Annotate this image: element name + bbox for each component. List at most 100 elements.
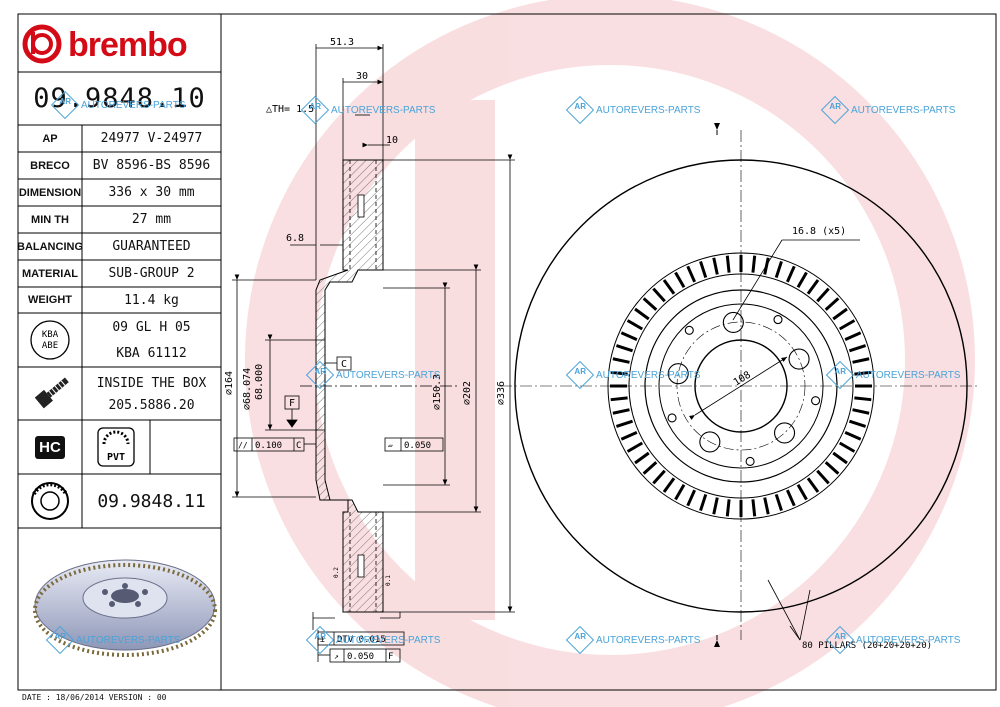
dim-d202: ⌀202: [462, 381, 473, 405]
locating-hole: [684, 325, 694, 335]
disc-variant-icon: [31, 482, 69, 520]
pillar-slot: [751, 499, 757, 517]
pillar-slot: [816, 287, 830, 303]
pillar-slot: [620, 331, 638, 342]
locating-hole: [811, 396, 821, 406]
ar-logo-icon: AR: [565, 360, 595, 390]
kba-line1: 09 GL H 05: [112, 319, 191, 335]
dim-holes: 16.8 (x5): [792, 226, 846, 237]
tol-runout: 0.050: [347, 652, 374, 662]
alt-part-number: 09.9848.11: [97, 490, 206, 512]
pillar-slot: [844, 331, 862, 342]
pillar-slot: [662, 279, 676, 295]
pillar-slot: [626, 319, 644, 331]
dim-small-b: 0.1: [385, 575, 392, 586]
pillar-slot: [796, 483, 808, 501]
pillar-slot: [838, 319, 856, 331]
bolt-hole: [667, 363, 689, 385]
spec-value-balancing: GUARANTEED: [112, 239, 191, 254]
pillar-slot: [620, 430, 638, 441]
dim-d336: ⌀336: [496, 381, 507, 405]
tol-parallel: 0.100: [255, 441, 282, 451]
dim-hat-offset: 6.8: [286, 233, 304, 244]
pillar-slot: [844, 430, 862, 441]
brand-name: brembo: [68, 26, 188, 64]
spec-label-breco: BRECO: [30, 159, 70, 172]
pillar-slot: [832, 307, 848, 321]
hc-badge-label: HC: [35, 435, 65, 459]
bolt-holes: [667, 311, 821, 467]
part-number: 09.9848.10: [33, 83, 206, 114]
pillar-slot: [712, 497, 719, 515]
svg-text:⊥: ⊥: [320, 635, 325, 644]
dim-thickness: 30: [356, 71, 368, 82]
spec-value-weight: 11.4 kg: [124, 292, 179, 308]
disc-render-image: [33, 559, 217, 657]
pillar-slot: [634, 451, 650, 465]
spec-label-dimension: DIMENSION: [18, 186, 82, 199]
kba-badge-icon: KBA ABE: [30, 320, 70, 360]
pillar-slot: [626, 441, 644, 453]
pillar-slot: [686, 489, 697, 507]
svg-text:▱: ▱: [388, 441, 393, 450]
pillar-slot: [806, 477, 820, 493]
ar-logo-icon: AR: [820, 95, 850, 125]
bolt-hole: [773, 422, 796, 444]
ar-logo-icon: AR: [50, 90, 80, 120]
dim-d164: ⌀164: [224, 371, 235, 395]
pillar-slot: [615, 419, 634, 428]
dim-th-tolerance: △TH= 1.5: [266, 104, 314, 115]
ar-logo-icon: AR: [300, 95, 330, 125]
pillar-slot: [642, 461, 658, 475]
tol-dtv: DTV 0.015: [337, 635, 386, 645]
dim-small-a: 0.2: [333, 567, 340, 578]
locating-hole: [745, 456, 755, 467]
pillar-slot: [751, 255, 757, 273]
pillar-slot: [725, 499, 731, 517]
dimension-labels: 51.3 30 △TH= 1.5 10 6.8 ⌀164 ⌀68.074 68.…: [224, 37, 932, 662]
pillar-slot: [824, 461, 840, 475]
pillar-slot: [806, 279, 820, 295]
spec-value-breco: BV 8596-BS 8596: [92, 158, 211, 173]
tol-parallel-datum: C: [296, 441, 301, 451]
dim-overall-width: 51.3: [330, 37, 354, 48]
spec-label-weight: WEIGHT: [28, 294, 72, 306]
pillar-slot: [615, 344, 634, 353]
pillar-slot: [652, 469, 666, 485]
bolt-icon: [34, 377, 69, 409]
pillar-slot: [699, 260, 708, 279]
tol-flatness: 0.050: [404, 441, 431, 451]
pillar-slot: [686, 265, 697, 283]
svg-text://: //: [238, 441, 248, 450]
ar-logo-icon: AR: [565, 625, 595, 655]
pvt-icon: PVT: [97, 427, 135, 467]
pillar-slot: [652, 287, 666, 303]
svg-text:↗: ↗: [334, 652, 339, 661]
pillar-slot: [612, 408, 630, 415]
spec-value-ap: 24977 V-24977: [100, 131, 203, 146]
spec-label-material: MATERIAL: [21, 267, 78, 280]
dim-pillars: 80 PILLARS (20+20+20+20): [802, 641, 932, 651]
pillar-slot: [785, 265, 796, 283]
spec-label-balancing: BALANCING: [17, 240, 83, 253]
inside-box-line1: INSIDE THE BOX: [96, 375, 207, 391]
pillar-slot: [674, 271, 686, 289]
pillar-slot: [634, 307, 650, 321]
hc-badge: HC: [18, 420, 82, 474]
pillar-slot: [612, 357, 630, 364]
spec-value-dimension: 336 x 30 mm: [108, 185, 195, 200]
dim-vane-width: 10: [386, 135, 398, 146]
ar-logo-icon: AR: [825, 625, 855, 655]
ar-logo-icon: AR: [565, 95, 595, 125]
bolt-hole: [788, 348, 810, 370]
pillar-slot: [662, 477, 676, 493]
